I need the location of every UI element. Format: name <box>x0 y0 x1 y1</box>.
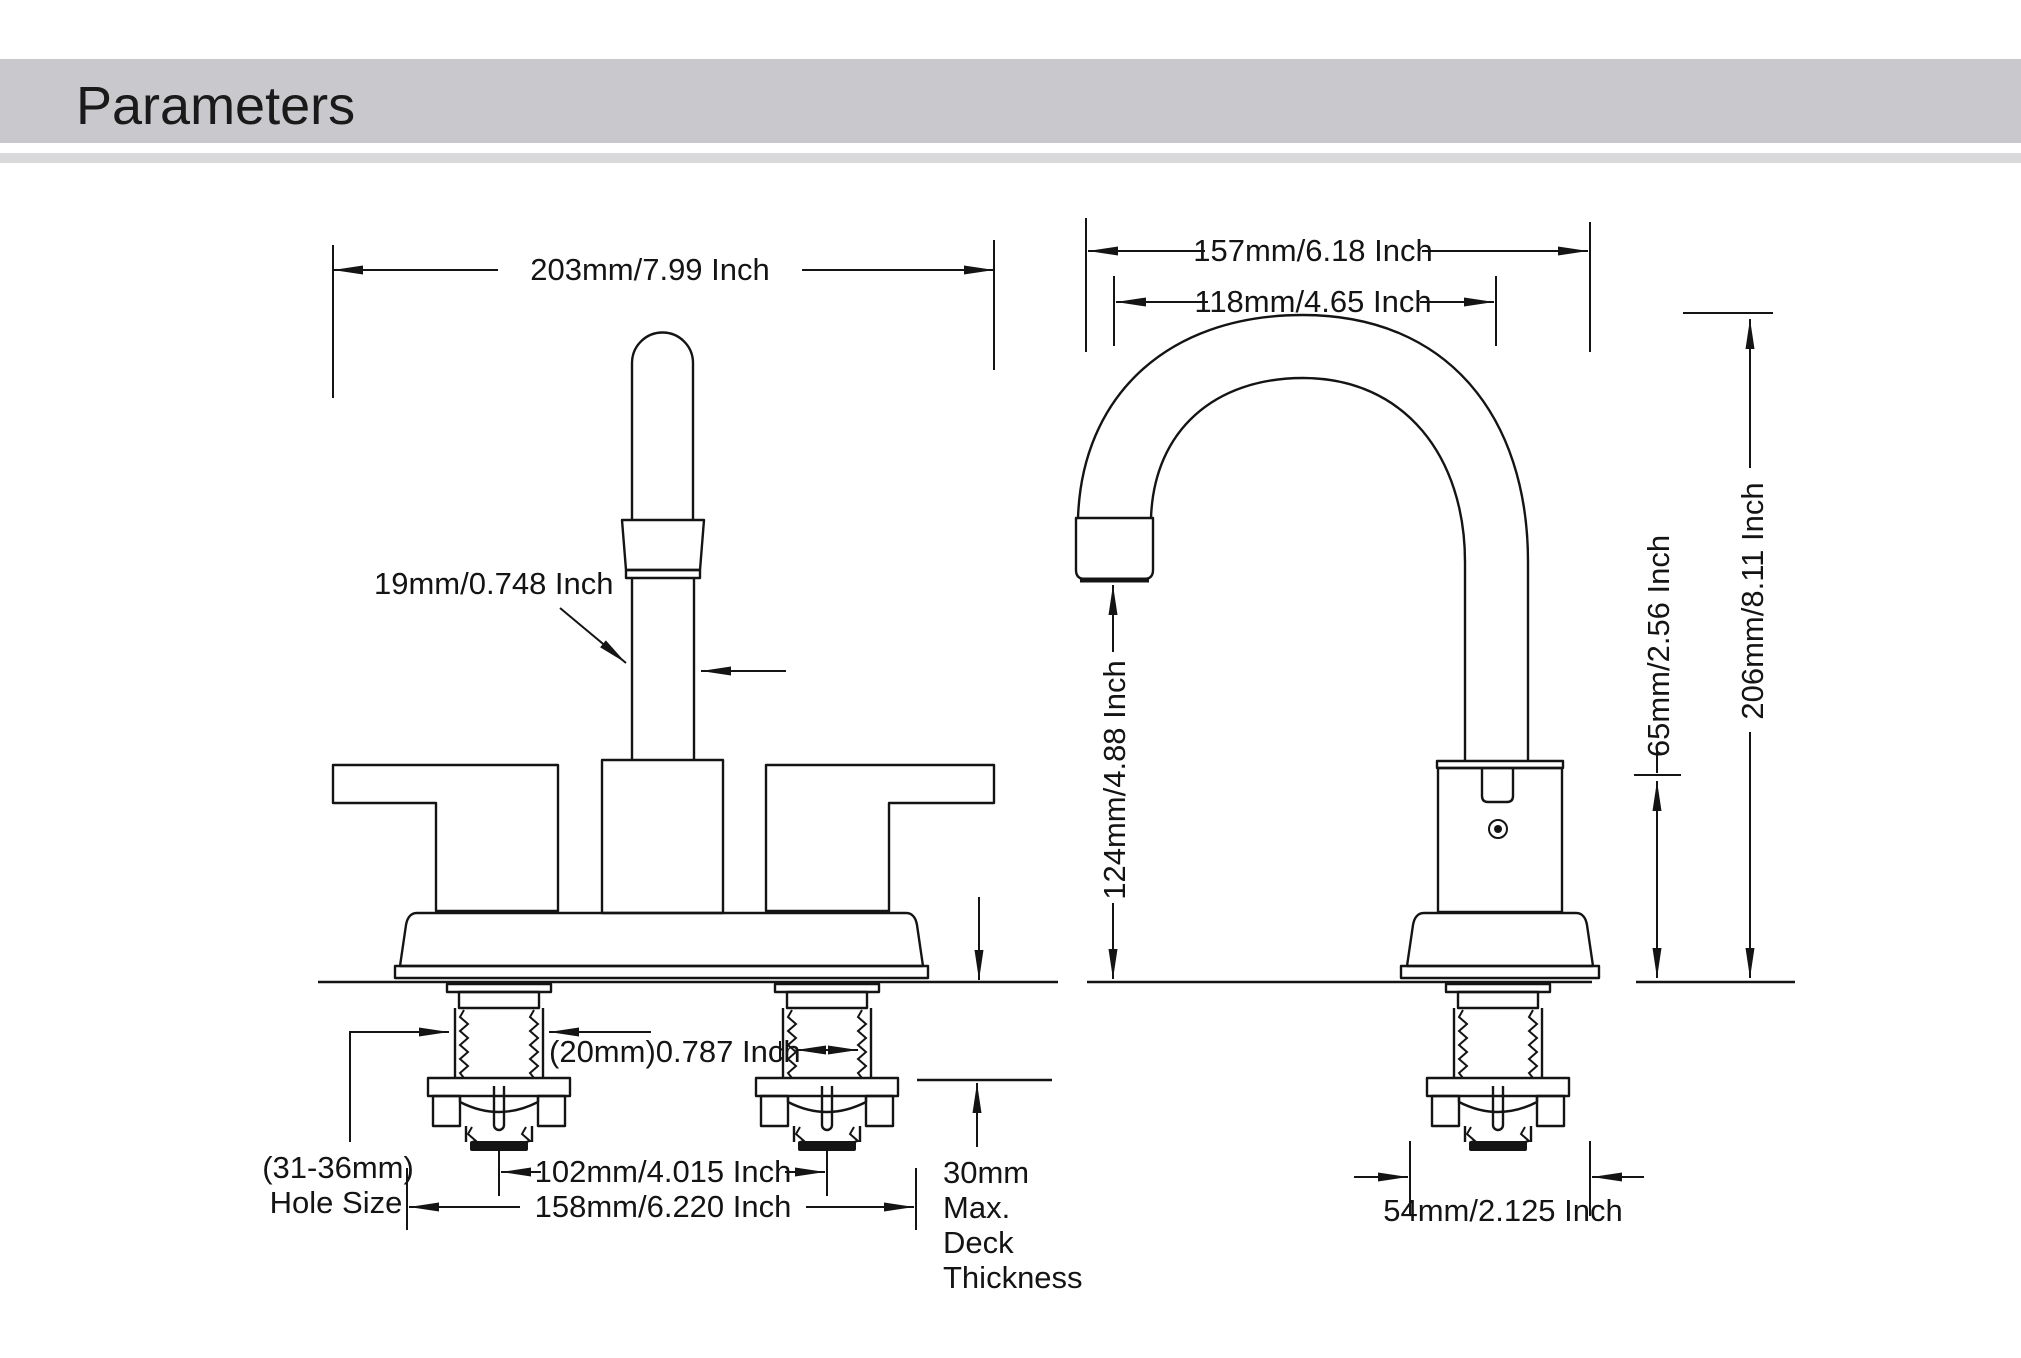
side-spout-inner <box>1149 376 1467 762</box>
hole-size-label-1: (31-36mm) <box>262 1150 414 1185</box>
dim-157-extension-lines <box>1085 218 1591 352</box>
header-band <box>0 59 2021 143</box>
set-screw-hole <box>1488 819 1508 839</box>
hole-size-leader <box>349 1027 449 1142</box>
dim-118-label: 118mm/4.65 Inch <box>1194 284 1431 319</box>
front-spout-collar <box>620 518 706 572</box>
front-collar-band <box>624 568 702 580</box>
dim-19-leader <box>559 607 627 664</box>
dim-54-ticks <box>1409 1141 1591 1216</box>
front-base-lip <box>393 964 930 980</box>
front-neck <box>630 578 696 760</box>
front-base-flare <box>398 911 925 968</box>
dim-102-label: 102mm/4.015 Inch <box>535 1154 792 1189</box>
side-base-lip <box>1399 964 1601 980</box>
front-left-shank <box>426 982 572 1151</box>
dim-65-tick <box>1634 747 1681 776</box>
header-band-light <box>0 153 2021 163</box>
deck-note-1: 30mm <box>943 1155 1029 1190</box>
front-body <box>600 758 725 915</box>
front-right-handle <box>764 763 996 913</box>
set-screw-dot <box>1494 825 1502 833</box>
dim-157-label: 157mm/6.18 Inch <box>1193 233 1433 268</box>
dim-102-ticks <box>498 1149 828 1196</box>
side-view-drawing <box>1074 313 1601 1151</box>
side-body <box>1436 766 1564 914</box>
deck-note-4: Thickness <box>943 1260 1083 1295</box>
side-base-flare <box>1405 911 1595 968</box>
dim-124-label: 124mm/4.88 Inch <box>1097 660 1132 900</box>
side-shank <box>1425 982 1571 1151</box>
dim-118-ticks <box>1113 276 1497 346</box>
front-view-drawing <box>318 331 1795 1151</box>
dim-54-label: 54mm/2.125 Inch <box>1383 1193 1623 1228</box>
dim-65-label: 65mm/2.56 Inch <box>1641 535 1676 757</box>
dim-203-label: 203mm/7.99 Inch <box>530 252 770 287</box>
side-spout-outlet <box>1074 516 1155 581</box>
side-body-slot <box>1480 768 1515 804</box>
dim-158-label: 158mm/6.220 Inch <box>535 1189 792 1224</box>
deck-note-2: Max. <box>943 1190 1010 1225</box>
hole-size-label-2: Hole Size <box>270 1185 403 1220</box>
front-spout-pipe <box>630 331 695 520</box>
dim-20-label: (20mm)0.787 Inch <box>549 1034 801 1069</box>
side-spout-outer <box>1076 313 1530 762</box>
page-title: Parameters <box>76 76 355 136</box>
front-right-shank <box>754 982 900 1151</box>
dim-206-label: 206mm/8.11 Inch <box>1735 482 1770 719</box>
deck-note-3: Deck <box>943 1225 1014 1260</box>
dim-19-label: 19mm/0.748 Inch <box>374 566 614 601</box>
dim-158-ticks <box>406 1168 917 1230</box>
front-view-dimensions: 203mm/7.99 Inch 19mm/0.748 Inch (31-36mm… <box>262 240 1083 1295</box>
front-left-handle <box>331 763 560 913</box>
side-view-dimensions: 157mm/6.18 Inch 118mm/4.65 Inch 124mm/4.… <box>1085 218 1773 1228</box>
